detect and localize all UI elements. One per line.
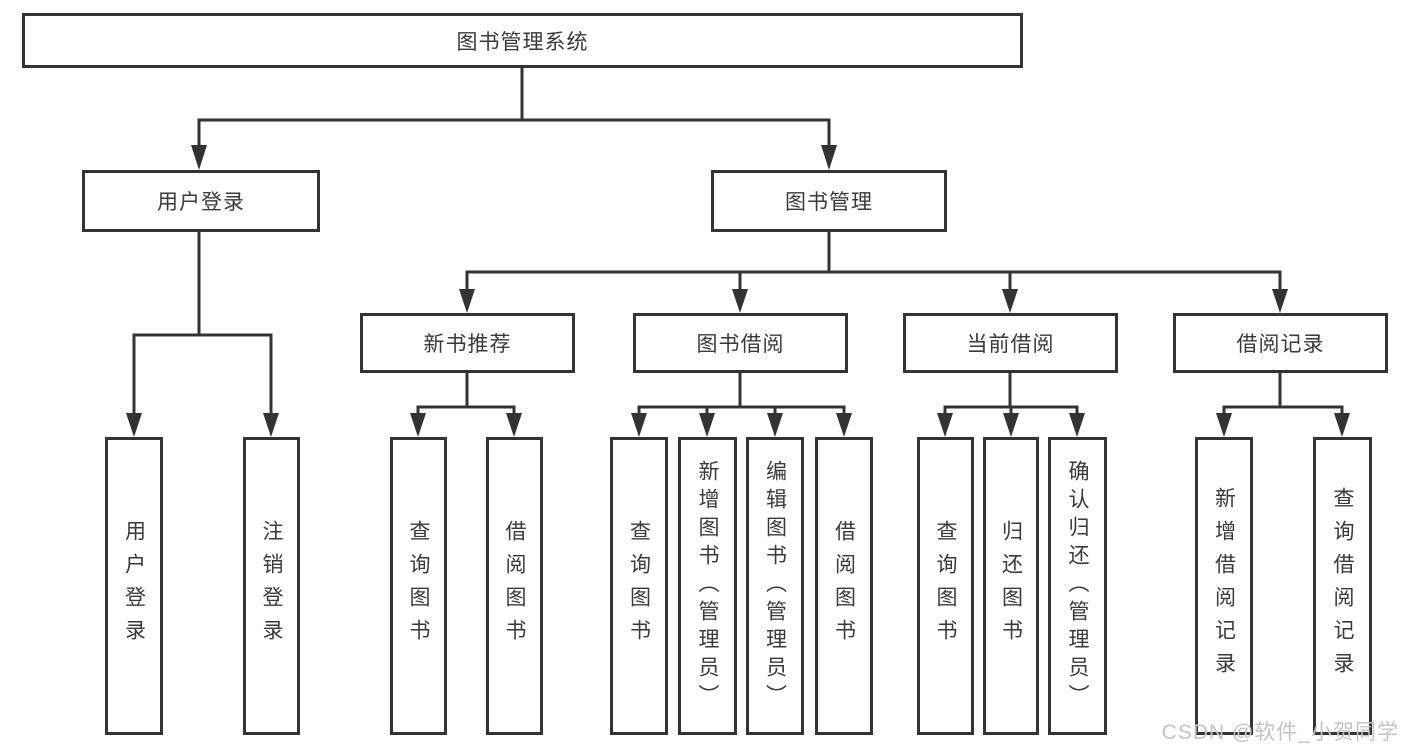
node-book-borrow-label: 图书借阅 xyxy=(696,333,785,356)
leaf-query-borrow-record-label: 查询借阅记录 xyxy=(1331,487,1354,685)
leaf-user-login-label: 用户登录 xyxy=(122,520,146,652)
node-new-book-recommend: 新书推荐 xyxy=(360,313,575,373)
node-book-management-label: 图书管理 xyxy=(785,191,873,214)
node-root-system: 图书管理系统 xyxy=(22,13,1023,68)
leaf-return-book: 归还图书 xyxy=(983,437,1039,735)
leaf-query-books-borrow: 查询图书 xyxy=(610,437,668,735)
leaf-query-books-recommend-label: 查询图书 xyxy=(407,520,430,652)
leaf-return-book-label: 归还图书 xyxy=(999,520,1023,652)
leaf-query-books-recommend: 查询图书 xyxy=(390,437,447,735)
leaf-confirm-return-admin: 确认归还（管理员） xyxy=(1048,437,1107,735)
node-borrow-records-label: 借阅记录 xyxy=(1236,333,1325,356)
leaf-edit-book-admin: 编辑图书（管理员） xyxy=(746,437,804,735)
leaf-query-books-current-label: 查询图书 xyxy=(934,520,957,652)
leaf-confirm-return-admin-label: 确认归还（管理员） xyxy=(1066,460,1089,712)
leaf-logout-label: 注销登录 xyxy=(260,520,283,652)
leaf-user-login: 用户登录 xyxy=(105,437,163,735)
node-book-management: 图书管理 xyxy=(711,170,947,232)
leaf-add-borrow-record: 新增借阅记录 xyxy=(1195,437,1253,735)
leaf-query-borrow-record: 查询借阅记录 xyxy=(1313,437,1372,735)
leaf-query-books-borrow-label: 查询图书 xyxy=(627,520,651,652)
node-user-login-label: 用户登录 xyxy=(157,191,245,214)
leaf-edit-book-admin-label: 编辑图书（管理员） xyxy=(763,460,787,712)
leaf-add-book-admin-label: 新增图书（管理员） xyxy=(696,460,719,712)
leaf-borrow-books: 借阅图书 xyxy=(815,437,873,735)
node-borrow-records: 借阅记录 xyxy=(1173,313,1388,373)
node-current-borrow-label: 当前借阅 xyxy=(966,333,1055,356)
leaf-query-books-current: 查询图书 xyxy=(917,437,974,735)
node-current-borrow: 当前借阅 xyxy=(903,313,1118,373)
node-new-book-recommend-label: 新书推荐 xyxy=(423,333,512,356)
leaf-add-book-admin: 新增图书（管理员） xyxy=(678,437,737,735)
node-root-system-label: 图书管理系统 xyxy=(456,30,589,54)
leaf-add-borrow-record-label: 新增借阅记录 xyxy=(1212,487,1236,685)
node-book-borrow: 图书借阅 xyxy=(633,313,848,373)
node-user-login: 用户登录 xyxy=(82,170,320,232)
leaf-borrow-books-label: 借阅图书 xyxy=(832,520,856,652)
leaf-logout: 注销登录 xyxy=(243,437,300,735)
leaf-borrow-books-recommend-label: 借阅图书 xyxy=(503,520,526,652)
leaf-borrow-books-recommend: 借阅图书 xyxy=(486,437,543,735)
